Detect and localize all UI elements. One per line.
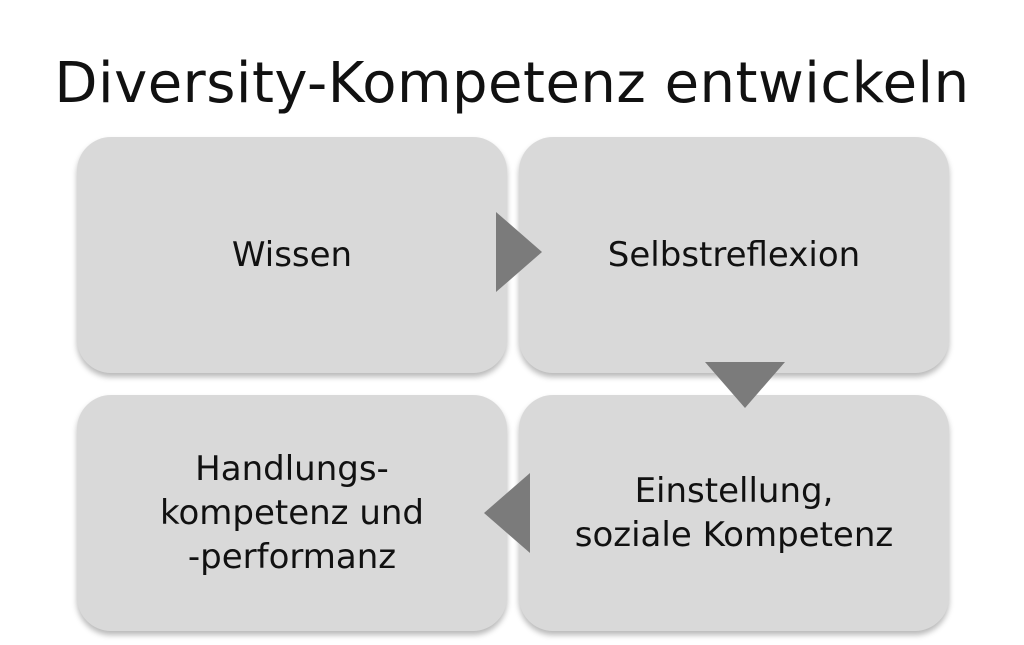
step-handlungskompetenz-label: Handlungs- kompetenz und -performanz [159, 449, 425, 577]
arrow-right-icon [496, 212, 542, 292]
arrow-left-icon [484, 473, 530, 553]
step-wissen-label: Wissen [231, 235, 353, 275]
step-selbstreflexion: Selbstreflexion [519, 137, 949, 373]
step-einstellung: Einstellung, soziale Kompetenz [519, 395, 949, 631]
step-selbstreflexion-label: Selbstreflexion [607, 235, 861, 275]
step-einstellung-label: Einstellung, soziale Kompetenz [574, 471, 894, 555]
page-title: Diversity-Kompetenz entwickeln [54, 51, 970, 116]
arrow-down-icon [705, 362, 785, 408]
step-handlungskompetenz: Handlungs- kompetenz und -performanz [77, 395, 507, 631]
step-wissen: Wissen [77, 137, 507, 373]
